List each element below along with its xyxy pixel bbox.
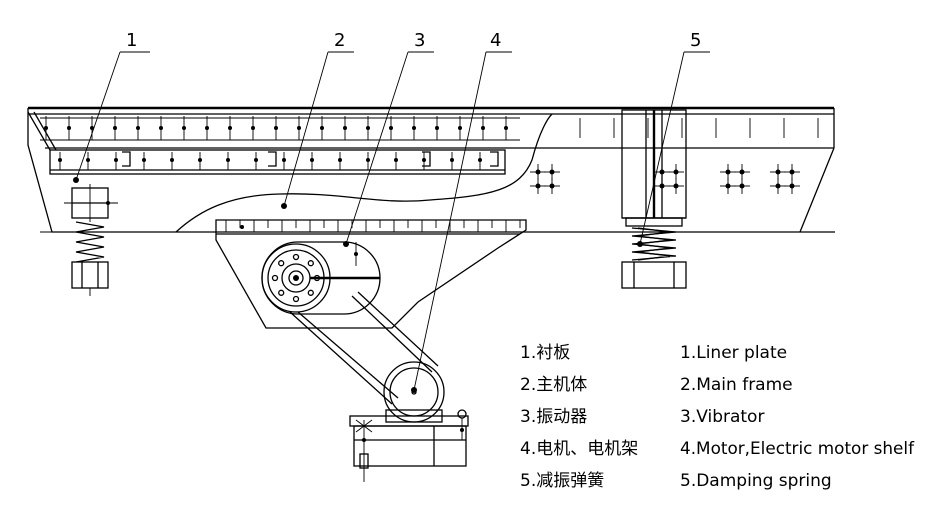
bolt-dot bbox=[422, 158, 426, 162]
bolt-dot bbox=[226, 158, 230, 162]
main-body-outline bbox=[27, 106, 835, 233]
bolt-dot bbox=[450, 158, 454, 162]
bolt-dot bbox=[182, 126, 186, 130]
top-bolt-marks bbox=[44, 116, 819, 140]
legend-zh-1: 1.衬板 bbox=[520, 343, 570, 363]
main-frame-curve bbox=[175, 113, 553, 233]
bolt-dot bbox=[297, 126, 301, 130]
legend-zh-4: 4.电机、电机架 bbox=[520, 439, 638, 459]
legend-zh-2: 2.主机体 bbox=[520, 375, 587, 395]
crosshair-dot bbox=[775, 183, 781, 189]
callout-2: 2 bbox=[334, 30, 345, 51]
callout-5: 5 bbox=[690, 30, 701, 51]
bolt-dot bbox=[478, 158, 482, 162]
pulley-bolts bbox=[271, 253, 321, 303]
bolt-dot bbox=[136, 126, 140, 130]
callout-3: 3 bbox=[414, 30, 425, 51]
lower-bolt-marks bbox=[58, 152, 482, 170]
callout-1: 1 bbox=[126, 30, 137, 51]
legend-zh-3: 3.振动器 bbox=[520, 407, 587, 427]
crosshair-dot bbox=[789, 169, 795, 175]
bolt-dot bbox=[310, 158, 314, 162]
legend-en-5: 5.Damping spring bbox=[680, 471, 832, 491]
crosshair-dot bbox=[725, 183, 731, 189]
pulley-bolt bbox=[278, 260, 285, 267]
legend-en-1: 1.Liner plate bbox=[680, 343, 787, 363]
right-damping-spring bbox=[621, 217, 687, 289]
crosshair-dot bbox=[725, 169, 731, 175]
bolt-dot bbox=[205, 126, 209, 130]
pulley-bolt bbox=[307, 260, 314, 267]
vibrator-housing bbox=[215, 219, 527, 329]
bolt-dot bbox=[86, 158, 90, 162]
bolt-dot bbox=[504, 126, 508, 130]
bolt-dot bbox=[366, 126, 370, 130]
pulley-bolt bbox=[292, 253, 300, 261]
bolt-group-marks bbox=[530, 164, 800, 194]
legend-en-4: 4.Motor,Electric motor shelf bbox=[680, 439, 915, 459]
bolt-dot bbox=[44, 126, 48, 130]
vibrator bbox=[261, 241, 381, 315]
pulley-bolt bbox=[313, 274, 321, 282]
crosshair-dot bbox=[535, 169, 541, 175]
bolt-dot bbox=[389, 126, 393, 130]
housing-scale-ticks bbox=[225, 220, 521, 232]
bolt-dot bbox=[170, 158, 174, 162]
legend: 1.衬板 2.主机体 3.振动器 4.电机、电机架 5.减振弹簧 1.Liner… bbox=[520, 343, 915, 491]
bolt-dot bbox=[113, 126, 117, 130]
pulley-bolt bbox=[307, 289, 314, 296]
bolt-dot bbox=[142, 158, 146, 162]
bolt-dot bbox=[343, 126, 347, 130]
bolt-dot bbox=[251, 126, 255, 130]
bolt-dot bbox=[394, 158, 398, 162]
bolt-dot bbox=[274, 126, 278, 130]
crosshair-dot bbox=[673, 169, 679, 175]
crosshair-dot bbox=[739, 183, 745, 189]
bolt-dot bbox=[67, 126, 71, 130]
bolt-dot bbox=[320, 126, 324, 130]
left-damping-spring bbox=[64, 184, 118, 296]
callout-leaders bbox=[73, 51, 710, 393]
bolt-dot bbox=[481, 126, 485, 130]
bolt-dot bbox=[282, 158, 286, 162]
pulley-bolt bbox=[278, 289, 285, 296]
bolt-dot bbox=[412, 126, 416, 130]
bolt-dot bbox=[366, 158, 370, 162]
pulley-bolt bbox=[271, 274, 279, 282]
bolt-dot bbox=[228, 126, 232, 130]
bolt-dot bbox=[58, 158, 62, 162]
bolt-dot bbox=[90, 126, 94, 130]
bolt-dot bbox=[435, 126, 439, 130]
bolt-dot bbox=[159, 126, 163, 130]
liner-plate bbox=[49, 149, 506, 175]
motor-shelf bbox=[349, 409, 469, 482]
crosshair-dot bbox=[775, 169, 781, 175]
drive-belt bbox=[289, 291, 439, 405]
bolt-dot bbox=[458, 126, 462, 130]
bolt-dot bbox=[338, 158, 342, 162]
crosshair-dot bbox=[789, 183, 795, 189]
bolt-dot bbox=[114, 158, 118, 162]
legend-en-3: 3.Vibrator bbox=[680, 407, 764, 427]
scale-dot bbox=[240, 225, 244, 229]
crosshair-dot bbox=[739, 169, 745, 175]
top-rail-bolts bbox=[40, 117, 520, 141]
crosshair-dot bbox=[535, 183, 541, 189]
crosshair-dot bbox=[549, 183, 555, 189]
bolt-dot bbox=[254, 158, 258, 162]
crosshair-dot bbox=[673, 183, 679, 189]
pulley-bolt bbox=[292, 295, 300, 303]
crosshair-dot bbox=[549, 169, 555, 175]
legend-zh-5: 5.减振弹簧 bbox=[520, 471, 604, 491]
legend-en-2: 2.Main frame bbox=[680, 375, 793, 395]
callout-4: 4 bbox=[490, 30, 501, 51]
bolt-dot bbox=[198, 158, 202, 162]
